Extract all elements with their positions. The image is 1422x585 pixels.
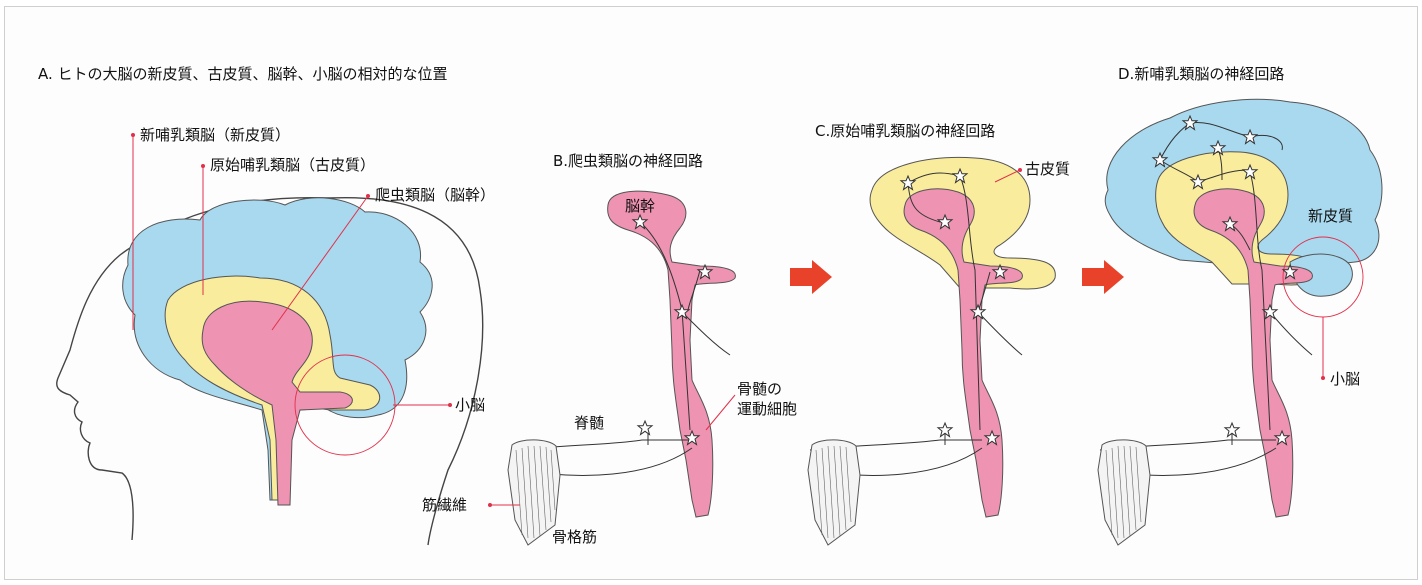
arrow-right-icon [1082, 260, 1124, 294]
cerebellum-label-d: 小脳 [1330, 370, 1360, 388]
neocortex-label: 新皮質 [1308, 207, 1353, 225]
cerebellum-label-a: 小脳 [455, 396, 485, 414]
reptilian-label: 爬虫類脳（脳幹） [375, 186, 495, 204]
b-brainstem-cord [608, 191, 736, 517]
panel-a-title: A. ヒトの大脳の新皮質、古皮質、脳幹、小脳の相対的な位置 [38, 65, 448, 83]
d-skeletal-muscle [1098, 440, 1150, 545]
motor-cell-label-2: 運動細胞 [737, 400, 797, 418]
c-skeletal-muscle [808, 440, 860, 545]
panel-d-neomammalian-circuit [1098, 99, 1382, 545]
paleomammalian-label: 原始哺乳類脳（古皮質） [210, 156, 375, 174]
brainstem-label: 脳幹 [625, 197, 655, 215]
red-dot-icon [448, 403, 452, 407]
red-dot-icon [488, 503, 492, 507]
panel-c-title: C.原始哺乳類脳の神経回路 [815, 122, 995, 140]
red-dot-icon [131, 133, 135, 137]
red-dot-icon [1321, 376, 1325, 380]
spinal-cord-label: 脊髄 [574, 414, 604, 432]
neuron-star-icon [638, 421, 652, 435]
red-dot-icon [201, 164, 205, 168]
panel-b-reptilian-circuit [488, 191, 735, 545]
arrow-right-icon [790, 260, 832, 294]
paleocortex-label: 古皮質 [1025, 160, 1070, 178]
skeletal-muscle-label: 骨格筋 [552, 528, 597, 546]
neomammalian-label: 新哺乳類脳（新皮質） [140, 126, 290, 144]
panel-b-title: B.爬虫類脳の神経回路 [553, 152, 703, 170]
muscle-fiber-label: 筋繊維 [422, 496, 467, 514]
red-dot-icon [366, 194, 370, 198]
panel-c-paleomammalian-circuit [808, 157, 1055, 545]
panel-d-title: D.新哺乳類脳の神経回路 [1118, 65, 1284, 83]
red-dot-icon [1018, 168, 1022, 172]
motor-cell-label-1: 骨髄の [737, 380, 782, 398]
